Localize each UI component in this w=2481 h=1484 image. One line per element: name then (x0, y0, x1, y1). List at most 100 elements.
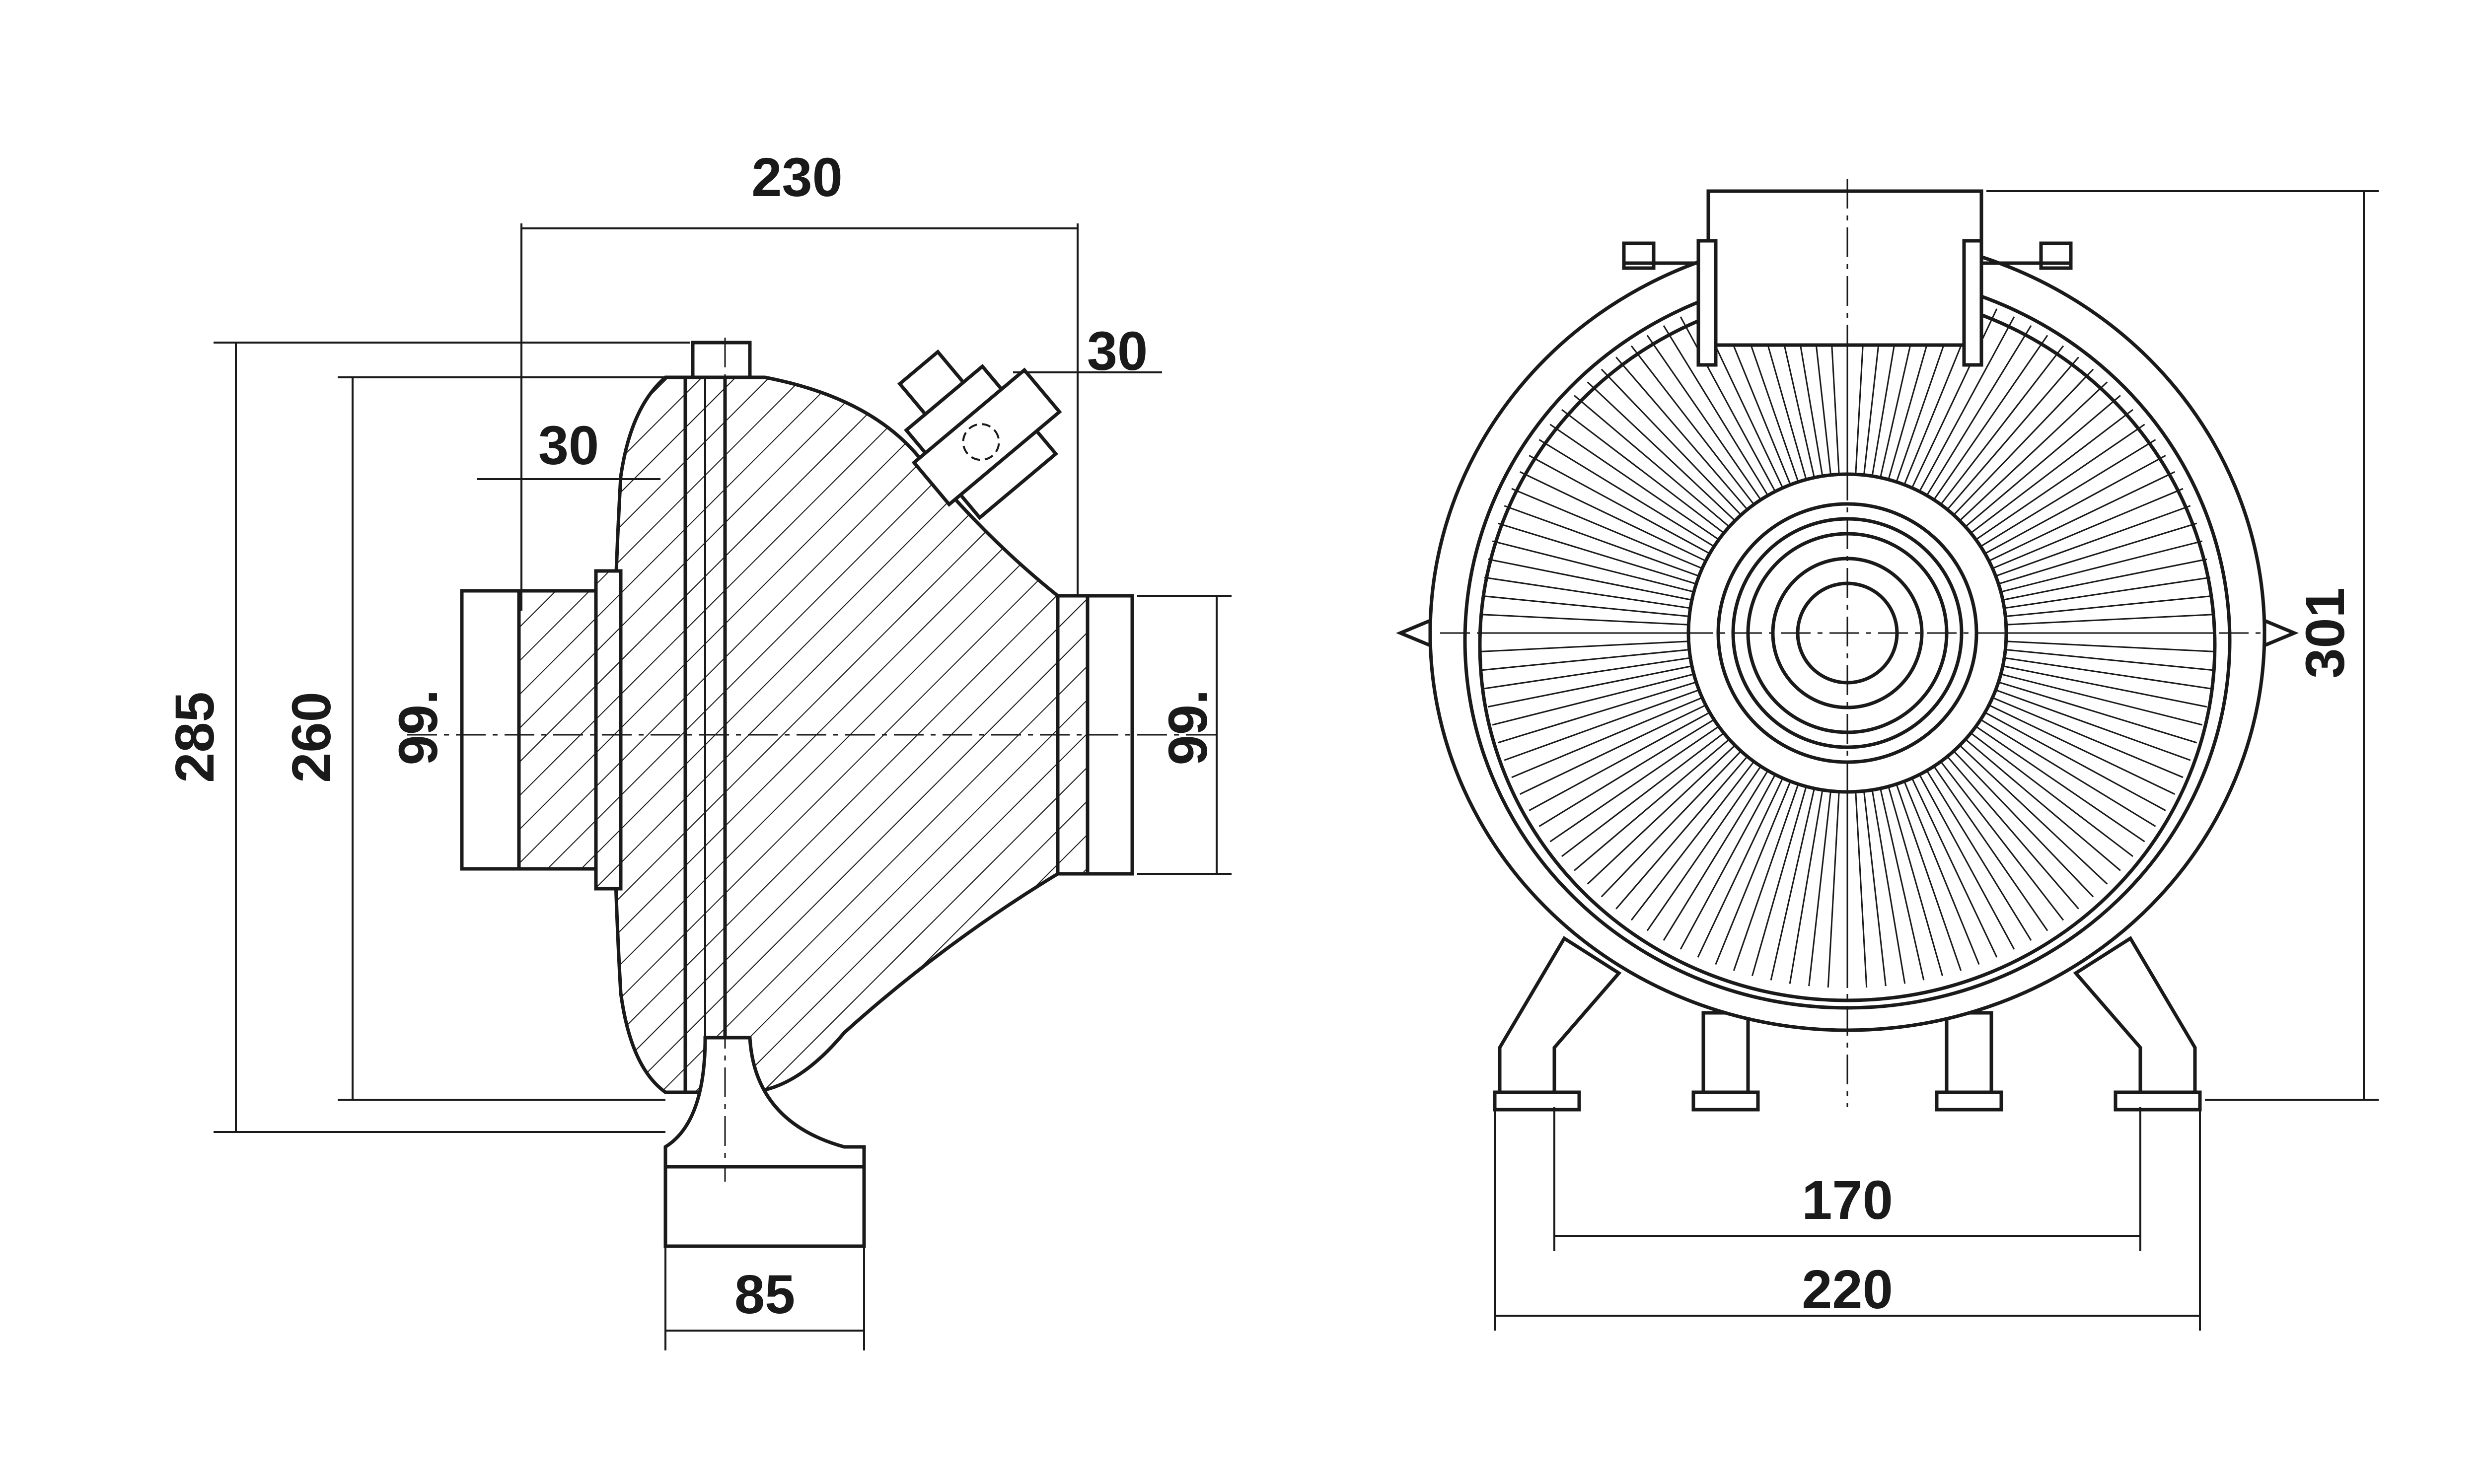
impeller-blade (1975, 725, 2145, 843)
side-flange-cap (691, 341, 752, 379)
impeller-blade (1940, 345, 2064, 505)
impeller-blade (1679, 774, 1776, 950)
impeller-blade (1918, 316, 2015, 492)
impeller-blade (1574, 738, 1730, 871)
dim-overall-length (520, 223, 1079, 611)
impeller-blade (1965, 738, 2121, 871)
impeller-blade (1896, 783, 1962, 971)
pressure-fitting (897, 349, 1062, 520)
impeller-blade (1487, 558, 1692, 601)
impeller-blade (1959, 381, 2108, 521)
impeller-blade (1880, 788, 1925, 981)
label-220: 220 (1802, 1259, 1893, 1320)
impeller-blade (1487, 665, 1692, 708)
side-view: 230 30 30 285 260 99. 99. (164, 147, 1232, 1350)
impeller-blade (1998, 522, 2197, 585)
impeller-blade (1984, 455, 2166, 555)
dim-outlet-diameter (1137, 595, 1232, 875)
impeller-blade (1808, 791, 1832, 987)
impeller-blade (1504, 505, 1699, 577)
impeller-blade (1520, 471, 1706, 562)
impeller-blade (1855, 791, 1868, 988)
impeller-blade (1933, 335, 2048, 500)
impeller-blade (1538, 719, 1715, 827)
impeller-blade (1947, 756, 2079, 910)
impeller-blade (1587, 381, 1736, 521)
impeller-blade (1970, 732, 2133, 857)
impeller-blade (1601, 368, 1742, 516)
impeller-blade (1574, 395, 1730, 528)
impeller-blade (1663, 770, 1769, 941)
label-170: 170 (1802, 1170, 1893, 1231)
impeller-blade (1933, 766, 2048, 931)
impeller-blade (1980, 719, 2156, 827)
impeller-blade (1511, 488, 1703, 569)
impeller-blade (1992, 488, 2184, 569)
dim-foot-width (664, 1246, 865, 1350)
impeller-blade (1492, 540, 1694, 593)
impeller-blade (1529, 455, 1710, 555)
dim-total-height (214, 342, 690, 1133)
impeller-blade (2004, 576, 2211, 609)
impeller-blade (1587, 745, 1736, 885)
impeller-blade (1561, 409, 1725, 534)
impeller-blade (1953, 368, 2094, 516)
side-support (663, 1036, 866, 1169)
impeller-blade (1888, 786, 1943, 977)
impeller-blades (1480, 278, 2215, 988)
impeller-blade (1926, 770, 2032, 941)
impeller-blade (1992, 697, 2184, 778)
impeller-blade (2002, 558, 2207, 601)
impeller-blade (1601, 750, 1742, 898)
dim-base-outer (1494, 1107, 2201, 1331)
impeller-blade (1770, 788, 1815, 981)
impeller-blade (1926, 325, 2032, 496)
impeller-blade (1549, 424, 1719, 541)
impeller-blade (1975, 424, 2145, 541)
front-supports (1493, 936, 2202, 1112)
impeller-blade (2004, 657, 2211, 690)
impeller-blade (2005, 595, 2213, 618)
impeller-blade (1538, 439, 1715, 547)
impeller-blade (1827, 791, 1840, 988)
impeller-blade (1549, 725, 1719, 843)
impeller-blade (1697, 777, 1784, 958)
impeller-blade (1481, 595, 1689, 618)
label-260: 260 (281, 692, 342, 783)
impeller-blade (1484, 576, 1691, 609)
impeller-blade (1947, 356, 2079, 510)
label-230: 230 (751, 147, 843, 208)
impeller-blade (2000, 673, 2203, 726)
impeller-blade (1988, 471, 2175, 562)
impeller-blade (1646, 766, 1761, 931)
dim-base-inner (1553, 1107, 2141, 1251)
impeller-blade (1529, 711, 1710, 811)
impeller-blade (1497, 522, 1697, 585)
impeller-blade (1998, 681, 2197, 744)
label-30-fitting: 30 (1087, 321, 1148, 382)
impeller-blade (1789, 789, 1824, 984)
impeller-blade (1959, 745, 2108, 885)
dim-front-height (1986, 190, 2379, 1101)
impeller-blade (2005, 648, 2213, 671)
impeller-blade (1715, 781, 1791, 965)
impeller-blade (1903, 781, 1980, 965)
impeller-blade (1520, 704, 1706, 795)
impeller-blade (1630, 345, 1755, 505)
label-301: 301 (2295, 587, 2356, 679)
impeller-blade (2000, 540, 2203, 593)
impeller-blade (1995, 689, 2191, 761)
impeller-blade (1733, 783, 1799, 971)
impeller-blade (2006, 640, 2215, 652)
impeller-blade (1980, 439, 2156, 547)
impeller-blade (1615, 356, 1748, 510)
label-99-inlet: 99. (388, 690, 449, 766)
dim-body-height (338, 376, 665, 1101)
impeller-blade (1630, 761, 1755, 921)
impeller-blade (2002, 665, 2207, 708)
impeller-blade (1646, 335, 1761, 500)
impeller-blade (1940, 761, 2064, 921)
impeller-blade (1492, 673, 1694, 726)
impeller-blade (1497, 681, 1697, 744)
